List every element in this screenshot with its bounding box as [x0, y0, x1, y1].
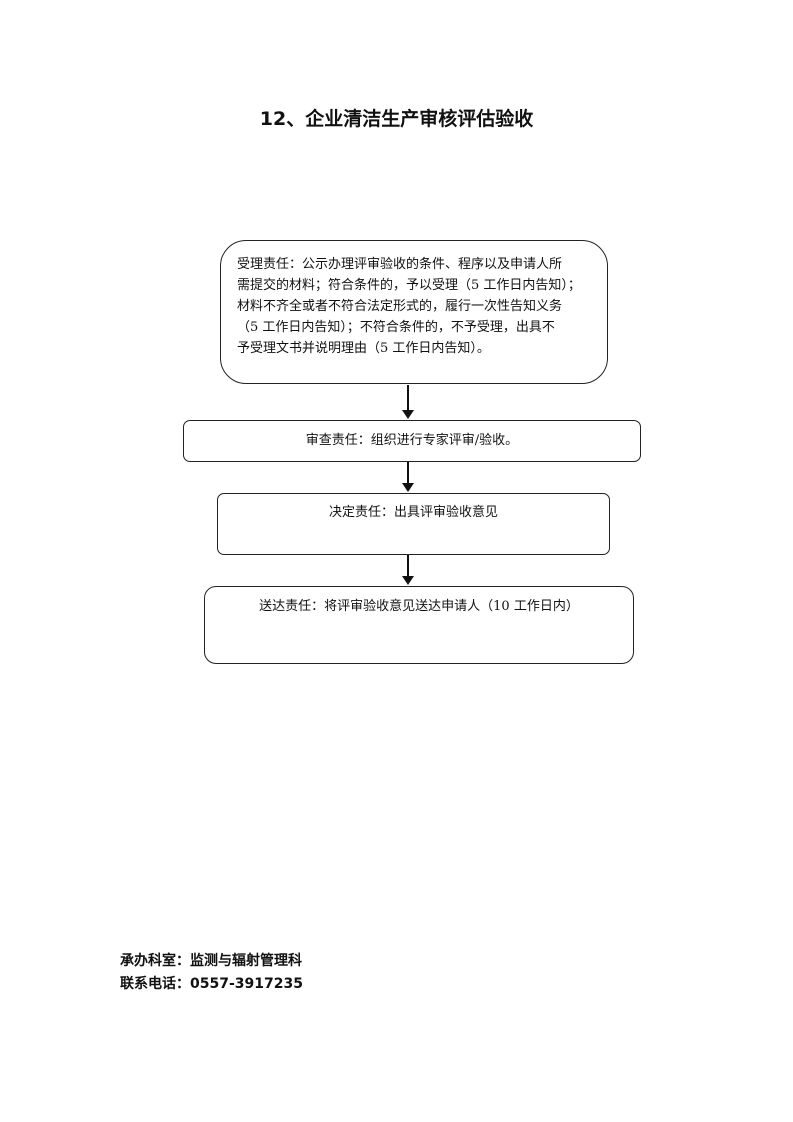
acceptance-line: 受理责任：公示办理评审验收的条件、程序以及申请人所 — [237, 257, 563, 272]
review-text: 审查责任：组织进行专家评审/验收。 — [305, 433, 519, 448]
acceptance-line: 予受理文书并说明理由（5 工作日内告知）。 — [237, 341, 490, 356]
acceptance-responsibility-box: 受理责任：公示办理评审验收的条件、程序以及申请人所 需提交的材料；符合条件的，予… — [220, 240, 608, 384]
arrow-down-icon — [402, 385, 414, 419]
department-label: 承办科室：监测与辐射管理科 — [120, 953, 302, 969]
arrow-down-icon — [402, 555, 414, 585]
decision-responsibility-box: 决定责任：出具评审验收意见 — [217, 493, 610, 555]
page-title: 12、企业清洁生产审核评估验收 — [259, 108, 534, 130]
acceptance-line: 需提交的材料；符合条件的，予以受理（5 工作日内告知）； — [237, 278, 581, 293]
phone-label: 联系电话：0557-3917235 — [120, 976, 303, 992]
review-responsibility-box: 审查责任：组织进行专家评审/验收。 — [183, 420, 641, 462]
delivery-responsibility-box: 送达责任：将评审验收意见送达申请人（10 工作日内） — [204, 586, 634, 664]
acceptance-line: 材料不齐全或者不符合法定形式的，履行一次性告知义务 — [237, 299, 563, 314]
decision-text: 决定责任：出具评审验收意见 — [328, 505, 498, 520]
acceptance-line: （5 工作日内告知）；不符合条件的，不予受理，出具不 — [237, 320, 555, 335]
arrow-down-icon — [402, 462, 414, 492]
delivery-text: 送达责任：将评审验收意见送达申请人（10 工作日内） — [259, 599, 579, 614]
